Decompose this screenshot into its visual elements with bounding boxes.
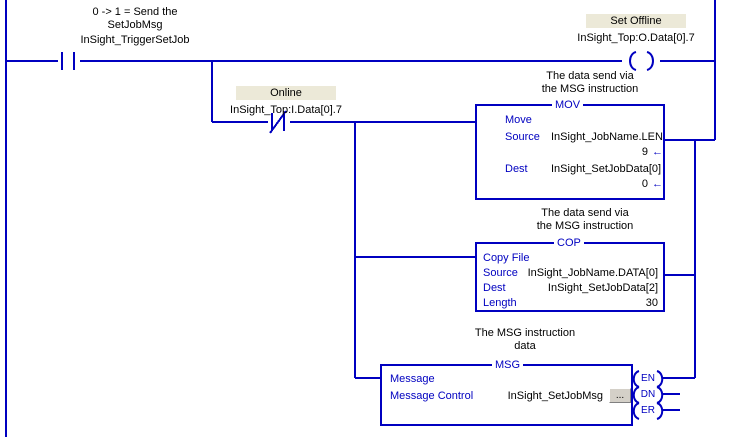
cop-operation-label: Copy File [483, 252, 530, 264]
cop-source-label: Source [483, 267, 518, 279]
cop-length-label: Length [483, 297, 517, 309]
cop-comment-line1: The data send via [541, 207, 629, 219]
msg-control-browse-button[interactable]: ... [609, 388, 631, 403]
mov-comment-line1: The data send via [546, 70, 634, 82]
mov-dest-arrow-icon: ← [652, 178, 663, 190]
mov-block[interactable] [475, 104, 665, 200]
cop-comment-line2: the MSG instruction [536, 220, 634, 232]
cop-dest-label: Dest [483, 282, 506, 294]
msg-block-title: MSG [492, 359, 524, 371]
online-label: Online [236, 86, 336, 100]
trigger-tag[interactable]: InSight_TriggerSetJob [80, 34, 190, 46]
msg-operation-label: Message [390, 373, 435, 385]
msg-block[interactable] [380, 364, 633, 426]
mov-source-arrow-icon: ← [652, 146, 663, 158]
cop-block[interactable] [475, 242, 665, 312]
msg-comment-line2: data [514, 340, 536, 352]
cop-length-value: 30 [645, 297, 658, 309]
msg-control-operand[interactable]: InSight_SetJobMsg [507, 390, 603, 402]
mov-source-value: 9 [641, 146, 648, 158]
msg-output-er-label: ER [641, 405, 655, 416]
mov-comment-line2: the MSG instruction [541, 83, 639, 95]
trigger-comment-line2: SetJobMsg [107, 19, 163, 31]
msg-output-en-label: EN [641, 373, 655, 384]
mov-dest-label: Dest [505, 163, 528, 175]
msg-output-dn-label: DN [640, 389, 656, 400]
mov-source-label: Source [505, 131, 540, 143]
trigger-comment-line1: 0 -> 1 = Send the [92, 6, 178, 18]
set-offline-tag[interactable]: InSight_Top:O.Data[0].7 [577, 32, 695, 44]
cop-block-title: COP [554, 237, 584, 249]
cop-dest-operand[interactable]: InSight_SetJobData[2] [547, 282, 658, 294]
mov-source-operand[interactable]: InSight_JobName.LEN [551, 131, 663, 143]
mov-dest-operand[interactable]: InSight_SetJobData[0] [551, 163, 662, 175]
online-tag[interactable]: InSight_Top:I.Data[0].7 [230, 104, 342, 116]
trigger-contact-ons [61, 52, 75, 70]
msg-control-label: Message Control [390, 390, 474, 402]
mov-block-title: MOV [552, 99, 584, 111]
msg-comment-line1: The MSG instruction [474, 327, 576, 339]
mov-dest-value: 0 [641, 178, 648, 190]
mov-operation-label: Move [505, 114, 532, 126]
set-offline-coil [629, 51, 654, 71]
cop-source-operand[interactable]: InSight_JobName.DATA[0] [527, 267, 658, 279]
set-offline-label: Set Offline [586, 14, 686, 28]
